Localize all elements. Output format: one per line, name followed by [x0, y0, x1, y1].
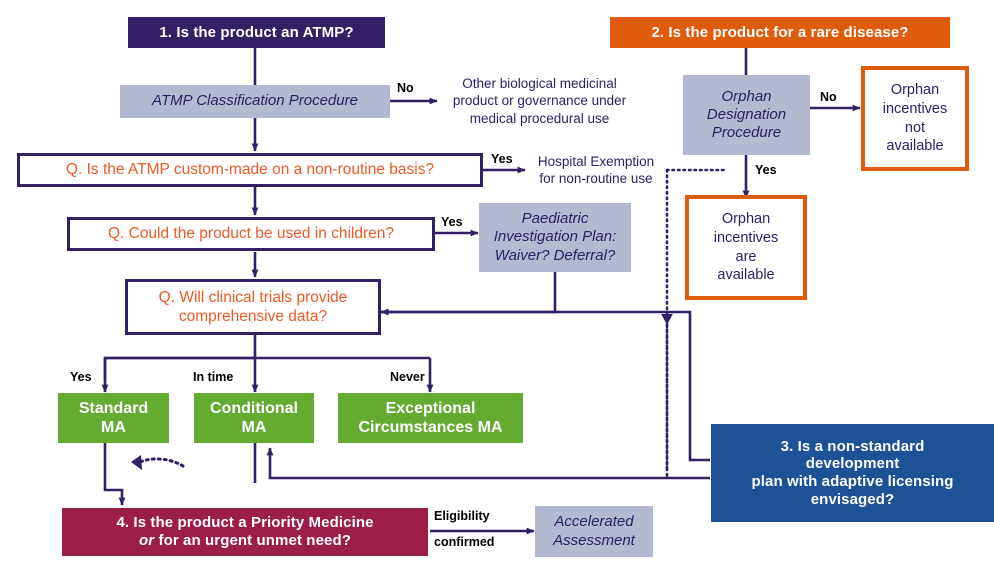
edge-dotted-conditional-to-standard [138, 457, 185, 468]
text-other-biological-product: Other biological medicinal product or go… [437, 72, 642, 130]
edge-pip-to-trials [380, 272, 557, 316]
question-box-children[interactable]: Q. Could the product be used in children… [67, 217, 435, 251]
banner-question-4-rest: for an urgent unmet need? [154, 532, 351, 549]
question-custom-made-label: Q. Is the ATMP custom-made on a non-rout… [65, 161, 435, 179]
other-biological-line-2: product or governance under [452, 93, 627, 109]
banner-question-1-label: 1. Is the product an ATMP? [159, 23, 354, 41]
conditional-ma-line-2: MA [241, 419, 267, 436]
box-exceptional-circumstances-ma[interactable]: Exceptional Circumstances MA [338, 393, 523, 443]
orphan-not-available-line-4: available [886, 138, 944, 155]
accelerated-line-2: Assessment [553, 531, 635, 549]
banner-question-3[interactable]: 3. Is a non-standard development plan wi… [711, 424, 994, 522]
standard-ma-line-2: MA [101, 419, 126, 436]
exceptional-ma-line-2: Circumstances MA [358, 419, 503, 436]
hospital-exemption-line-1: Hospital Exemption [537, 153, 655, 169]
box-conditional-ma[interactable]: Conditional MA [194, 393, 314, 443]
banner-question-3-line-1: 3. Is a non-standard [780, 437, 925, 455]
atmp-classification-label: ATMP Classification Procedure [152, 92, 358, 110]
banner-question-2[interactable]: 2. Is the product for a rare disease? [610, 17, 950, 48]
question-box-custom-made[interactable]: Q. Is the ATMP custom-made on a non-rout… [17, 153, 483, 187]
banner-question-4-line-1: 4. Is the product a Priority Medicine [116, 514, 374, 532]
question-trials-line-1: Q. Will clinical trials provide [158, 288, 348, 306]
orphan-designation-line-1: Orphan [721, 87, 772, 105]
edge-label-eligibility: Eligibility [434, 509, 490, 523]
box-orphan-incentives-not-available[interactable]: Orphan incentives not available [861, 66, 969, 171]
banner-question-3-line-4: envisaged? [810, 490, 895, 508]
orphan-not-available-line-1: Orphan [890, 81, 940, 98]
edge-label-no-orphan: No [820, 90, 837, 104]
edge-label-no-classification: No [397, 81, 414, 95]
accelerated-line-1: Accelerated [554, 513, 634, 531]
question-children-label: Q. Could the product be used in children… [107, 225, 395, 243]
edge-blue-to-conditional [266, 447, 710, 480]
text-hospital-exemption: Hospital Exemption for non-routine use [526, 152, 666, 188]
pip-line-3: Waiver? Deferral? [494, 246, 616, 264]
edge-dotted-arrowhead [661, 314, 673, 325]
edge-label-yes-standard: Yes [70, 370, 92, 384]
orphan-available-line-1: Orphan [721, 210, 771, 227]
standard-ma-line-1: Standard [78, 399, 149, 417]
edge-standard-to-q4 [103, 443, 126, 506]
question-box-clinical-trials[interactable]: Q. Will clinical trials provide comprehe… [125, 279, 381, 335]
banner-question-1[interactable]: 1. Is the product an ATMP? [128, 17, 385, 48]
box-accelerated-assessment[interactable]: Accelerated Assessment [535, 506, 653, 557]
orphan-available-line-3: are [735, 248, 757, 265]
box-standard-ma[interactable]: Standard MA [58, 393, 169, 443]
edge-label-yes-orphan: Yes [755, 163, 777, 177]
conditional-ma-line-1: Conditional [210, 399, 298, 417]
box-orphan-incentives-are-available[interactable]: Orphan incentives are available [685, 195, 807, 300]
other-biological-line-3: medical procedural use [469, 110, 610, 126]
edge-label-confirmed: confirmed [434, 535, 495, 549]
banner-question-4-line-2: or for an urgent unmet need? [139, 532, 351, 550]
question-trials-line-2: comprehensive data? [178, 308, 328, 325]
orphan-available-line-4: available [717, 267, 775, 284]
box-atmp-classification-procedure[interactable]: ATMP Classification Procedure [120, 85, 390, 118]
pip-line-2: Investigation Plan: [493, 228, 617, 246]
edge-label-yes-custom-made: Yes [491, 152, 513, 166]
box-orphan-designation-procedure[interactable]: Orphan Designation Procedure [683, 75, 810, 155]
edge-dotted-curve-arrowhead [131, 455, 142, 470]
edge-label-in-time: In time [193, 370, 234, 384]
hospital-exemption-line-2: for non-routine use [539, 171, 653, 186]
banner-question-4-or: or [139, 532, 155, 549]
banner-question-4[interactable]: 4. Is the product a Priority Medicine or… [62, 508, 428, 556]
edge-label-never: Never [390, 370, 425, 384]
pip-line-1: Paediatric [521, 210, 589, 228]
box-paediatric-investigation-plan[interactable]: Paediatric Investigation Plan: Waiver? D… [479, 203, 631, 272]
orphan-designation-line-3: Procedure [711, 124, 782, 142]
banner-question-2-label: 2. Is the product for a rare disease? [651, 23, 909, 41]
banner-question-3-line-2: development [805, 455, 900, 473]
banner-question-3-line-3: plan with adaptive licensing [751, 473, 954, 490]
orphan-not-available-line-3: not [904, 119, 926, 136]
exceptional-ma-line-1: Exceptional [385, 399, 476, 417]
orphan-available-line-2: incentives [713, 229, 779, 246]
other-biological-line-1: Other biological medicinal [462, 76, 617, 92]
edge-label-yes-children: Yes [441, 215, 463, 229]
orphan-designation-line-2: Designation [706, 105, 787, 123]
orphan-not-available-line-2: incentives [882, 100, 948, 117]
